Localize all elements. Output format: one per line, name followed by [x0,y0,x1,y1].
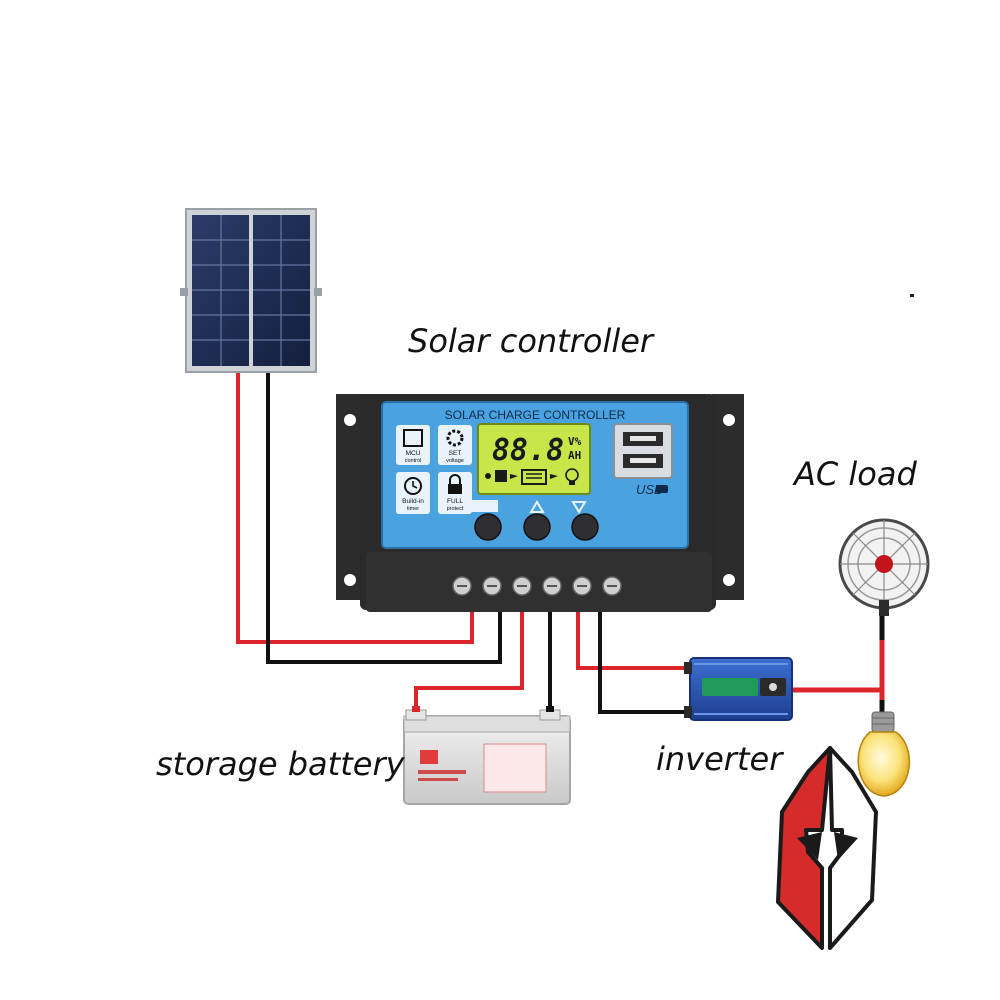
panel-negative-wire [266,372,502,664]
terminal-block [452,576,622,596]
inverter-label: inverter [656,740,783,778]
down-button[interactable] [571,513,599,541]
controller-title: SOLAR CHARGE CONTROLLER [445,408,626,422]
lcd-unit-bottom: AH [568,449,581,462]
svg-text:Build-in: Build-in [402,498,424,505]
svg-text:protect: protect [447,506,464,512]
up-arrow-icon [529,500,545,513]
inverter-device [684,657,793,721]
spartan-helmet-logo [776,746,878,950]
load-button[interactable] [474,513,502,541]
clock-icon [404,477,422,495]
arrow-right-icon [510,474,518,479]
svg-text:SET: SET [449,450,462,457]
down-arrow-icon [571,501,587,514]
svg-text:FULL: FULL [447,498,463,505]
lcd-unit-top: V% [568,435,582,448]
storage-battery [403,706,571,805]
panel-positive-wire [236,372,474,644]
svg-text:timer: timer [407,506,419,512]
mcu-chip-icon [403,429,423,447]
svg-text:voltage: voltage [446,458,464,464]
usb-ports: USB [613,423,673,497]
bulb-icon [565,468,579,485]
battery-icon [521,469,547,485]
lcd-digits: 88.8 [492,433,564,468]
solar-panel [180,208,322,373]
sun-icon [485,473,491,479]
fan-icon [838,518,930,616]
ac-load-label: AC load [794,455,917,493]
svg-text:MCU: MCU [406,450,421,457]
solar-controller-label: Solar controller [408,322,654,360]
svg-text:control: control [405,458,422,464]
lcd-display: 88.8 V% AH [477,423,591,495]
light-bulb-icon [857,711,910,797]
feature-icons: MCU control SET voltage Build-in timer F… [396,425,472,514]
panel-icon [495,470,507,482]
load-symbol-tab [472,500,498,512]
inverter-positive-wire [576,612,688,670]
inverter-negative-wire [598,612,688,714]
up-button[interactable] [523,513,551,541]
wiring [236,372,885,718]
storage-battery-label: storage battery [156,745,405,783]
battery-positive-wire [414,612,524,718]
gear-icon [446,429,464,447]
charge-controller: SOLAR CHARGE CONTROLLER MCU control SET … [336,394,744,612]
arrow-right-icon [550,474,558,479]
lock-icon [448,474,462,494]
usb-label: USB [636,482,663,497]
